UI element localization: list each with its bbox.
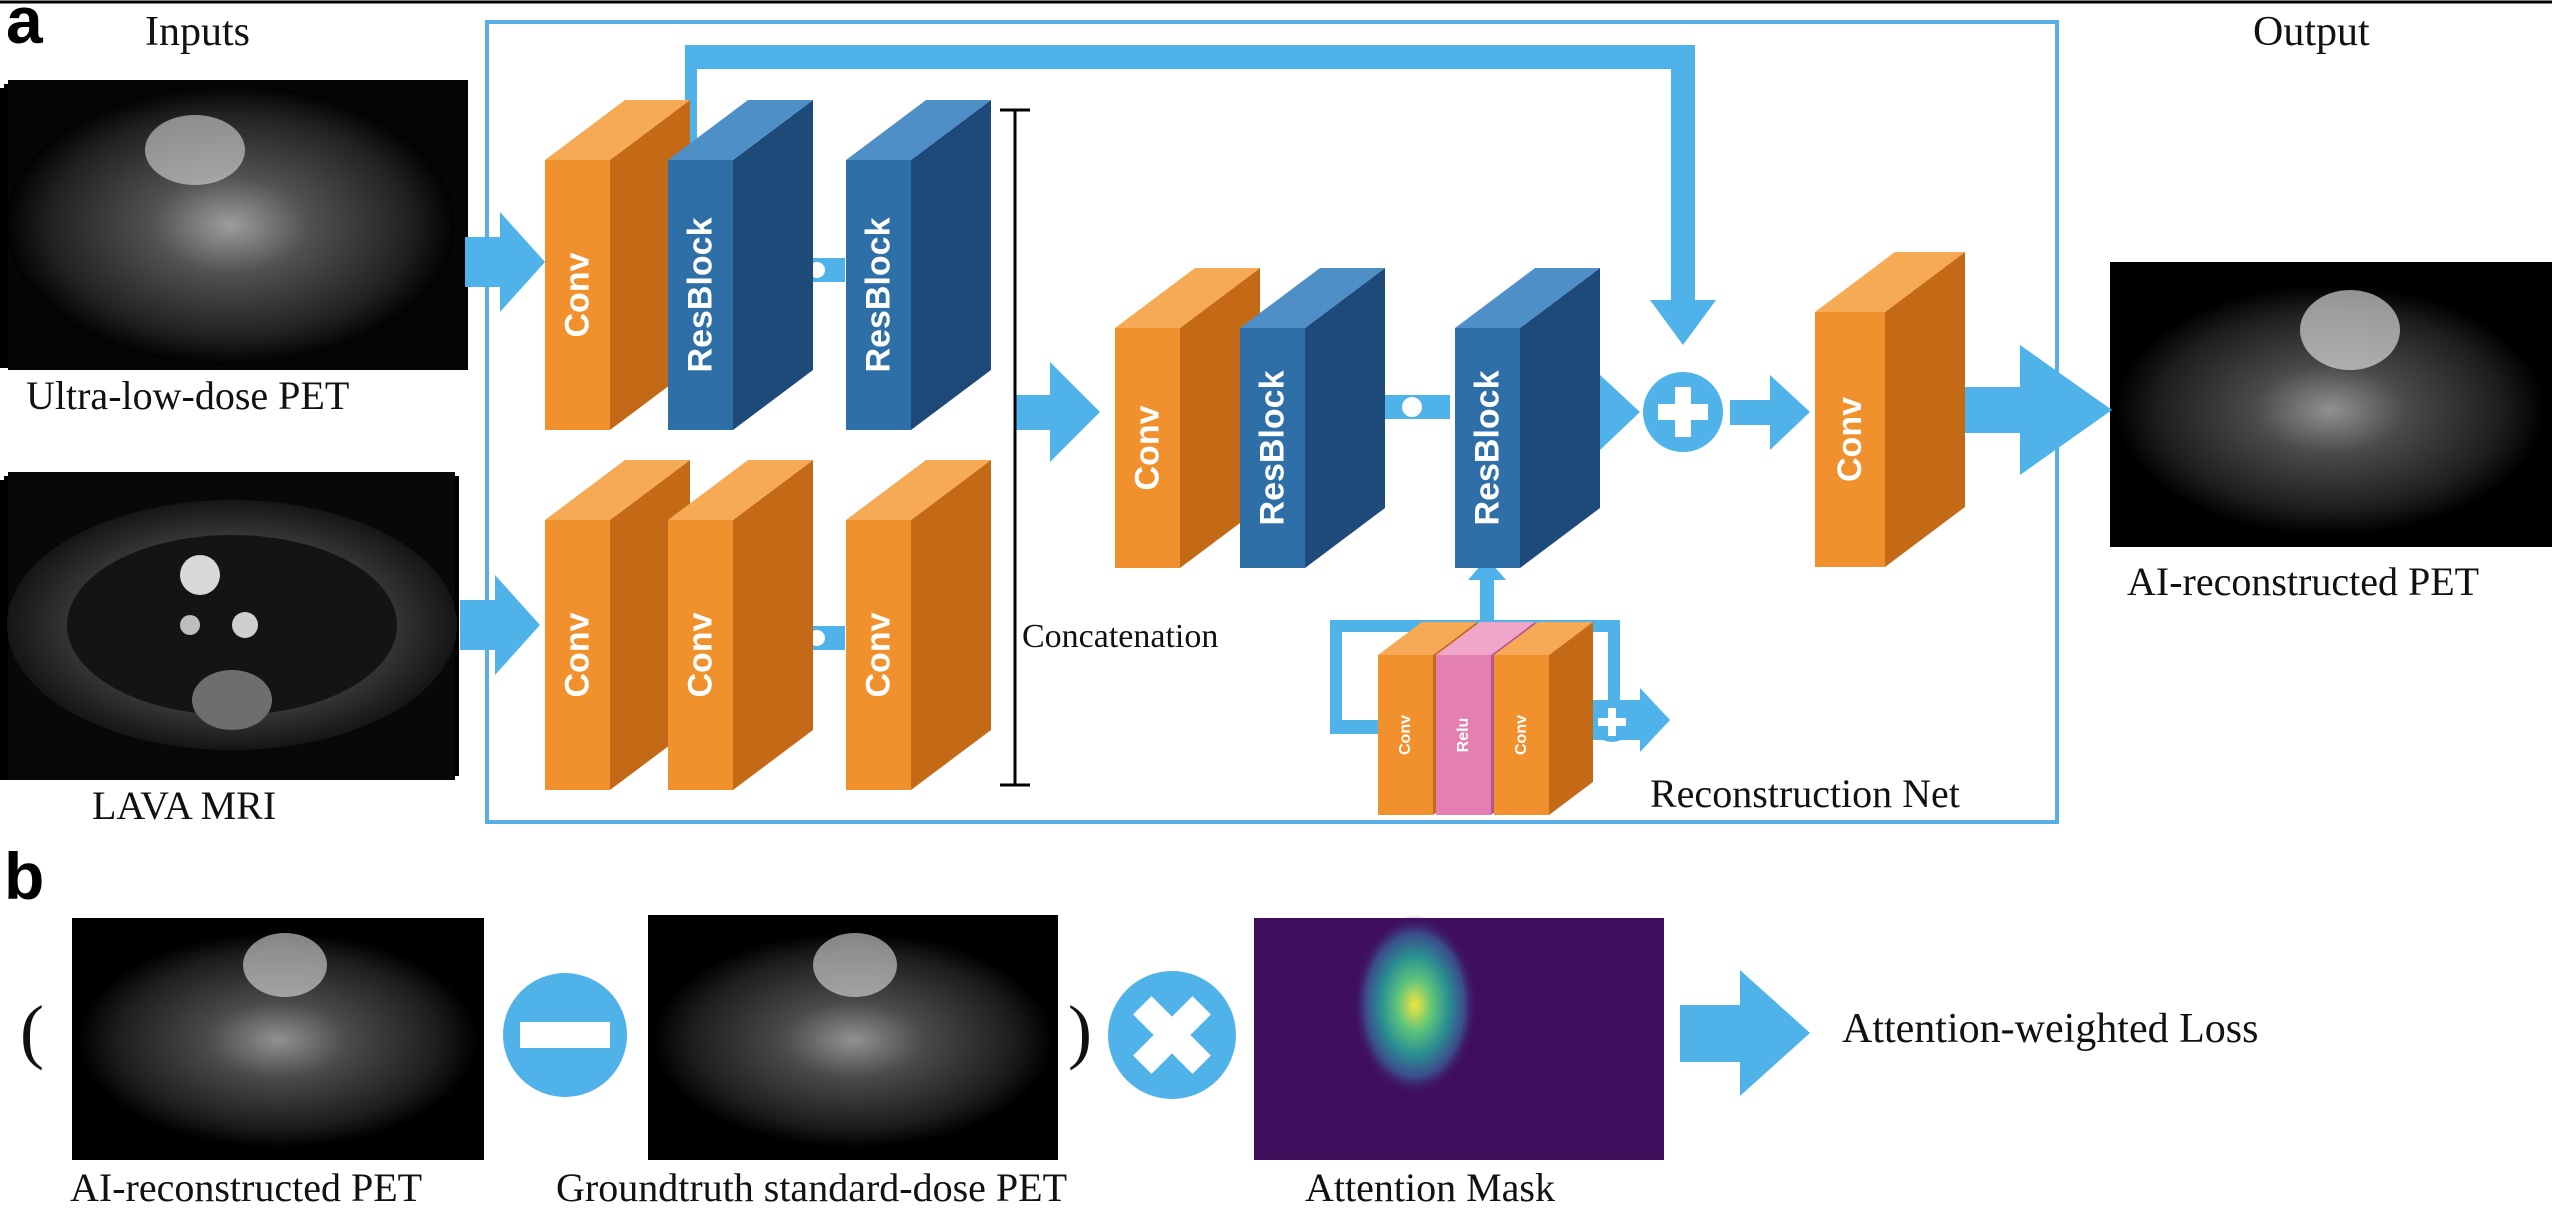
a-bottom-conv-block-3: Conv — [846, 460, 991, 790]
close-parenthesis: ) — [1068, 991, 1092, 1071]
inputs-title: Inputs — [145, 9, 250, 55]
inner-relu-block-label: Relu — [1455, 718, 1472, 753]
inner-conv-block-2: Conv — [1494, 622, 1593, 815]
b-ai-pet-label: AI-reconstructed PET — [70, 1165, 423, 1210]
arrows-panel-a — [460, 45, 2112, 752]
a-mid-conv-block-label: Conv — [1129, 405, 1167, 490]
a-top-resblock-2: ResBlock — [846, 100, 991, 430]
a-mid-resblock-2-label: ResBlock — [1469, 370, 1507, 525]
panel-a-letter: a — [6, 0, 43, 57]
concatenation-label: Concatenation — [1022, 618, 1219, 655]
open-parenthesis: ( — [20, 991, 44, 1071]
loss-arrow — [1680, 970, 1810, 1096]
a-mid-resblock-1: ResBlock — [1240, 268, 1385, 568]
concatenation-bracket — [1000, 108, 1030, 787]
a-final-conv-block-label: Conv — [1831, 397, 1869, 482]
inner-conv-block-2-label: Conv — [1513, 715, 1530, 755]
b-groundtruth-label: Groundtruth standard-dose PET — [556, 1165, 1068, 1210]
output-pet-image — [2110, 262, 2552, 547]
a-mid-conv-block: Conv — [1115, 268, 1260, 568]
b-ai-pet-image — [72, 918, 484, 1160]
a-top-conv-block-label: Conv — [559, 252, 597, 337]
a-final-conv-block: Conv — [1815, 252, 1965, 567]
b-groundtruth-pet-image — [648, 915, 1058, 1160]
a-bottom-conv-block-3-label: Conv — [860, 612, 898, 697]
multiply-operator-icon — [1108, 971, 1236, 1099]
input-mri-image — [0, 472, 459, 780]
output-title: Output — [2253, 9, 2370, 55]
a-mid-resblock-2: ResBlock — [1455, 268, 1600, 568]
a-top-resblock-1-label: ResBlock — [682, 217, 720, 372]
input-pet-label: Ultra-low-dose PET — [26, 373, 350, 418]
a-top-resblock-2-label: ResBlock — [860, 217, 898, 372]
add-operator-icon — [1643, 372, 1723, 452]
a-bottom-conv-block-2-label: Conv — [682, 612, 720, 697]
a-mid-resblock-1-label: ResBlock — [1254, 370, 1292, 525]
input-pet-image — [0, 80, 468, 370]
minus-operator-icon — [503, 973, 627, 1097]
input-mri-label: LAVA MRI — [92, 783, 277, 828]
a-bottom-conv-block-2: Conv — [668, 460, 813, 790]
a-bottom-conv-block-1-label: Conv — [559, 612, 597, 697]
b-attention-mask-label: Attention Mask — [1305, 1165, 1555, 1210]
output-pet-label: AI-reconstructed PET — [2127, 559, 2480, 604]
loss-label: Attention-weighted Loss — [1842, 1006, 2259, 1052]
inner-conv-block-1-label: Conv — [1397, 715, 1414, 755]
panel-b-letter: b — [4, 839, 45, 913]
attention-mask-image — [1254, 915, 1664, 1160]
a-top-resblock-1: ResBlock — [668, 100, 813, 430]
inner-add-operator-icon — [1592, 702, 1632, 742]
reconstruction-net-label: Reconstruction Net — [1650, 771, 1960, 816]
